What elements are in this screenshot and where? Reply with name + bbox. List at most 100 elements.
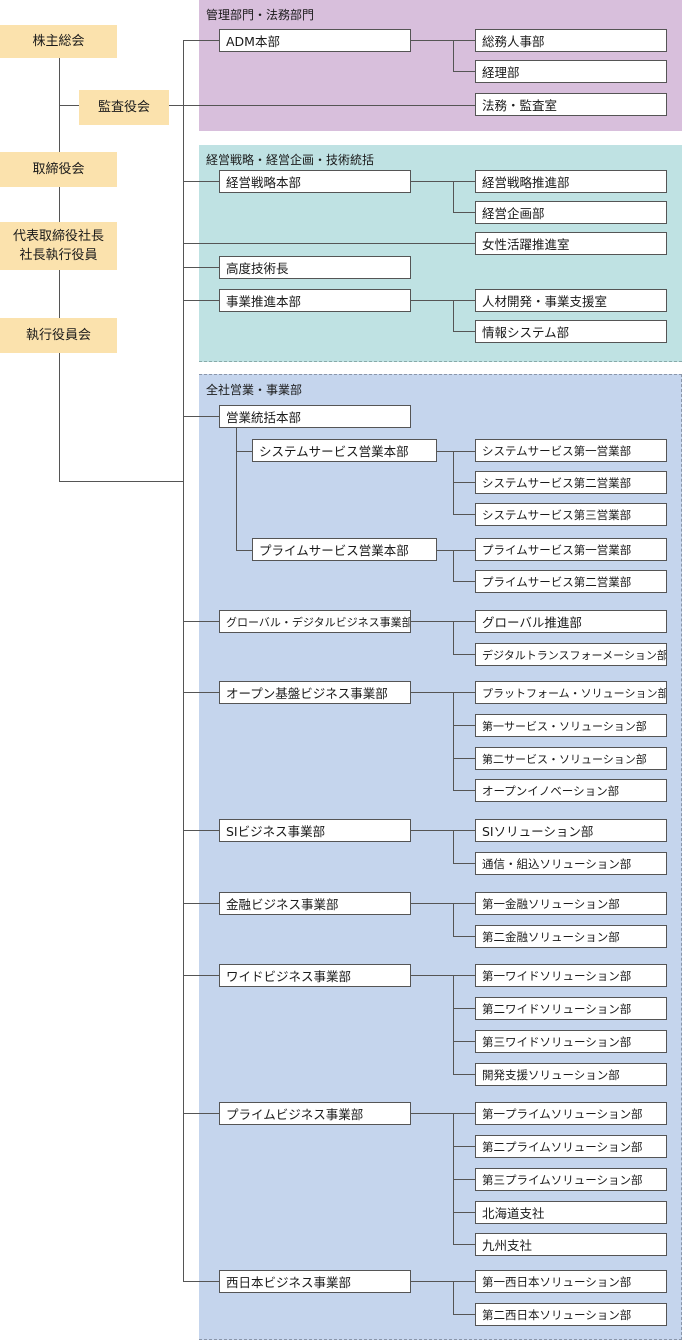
comm-box: 通信・組込ソリューション部 — [475, 852, 667, 875]
prime-s1-box: プライムサービス第一営業部 — [475, 538, 667, 561]
wide-box: ワイドビジネス事業部 — [219, 964, 411, 987]
connector — [453, 300, 454, 331]
connector — [453, 181, 454, 212]
si-sol-box: SIソリューション部 — [475, 819, 667, 842]
connector — [411, 1113, 475, 1114]
connector — [453, 71, 475, 72]
shareholders-box: 株主総会 — [0, 25, 117, 58]
trunk-link — [183, 243, 475, 244]
sales-hq-box: 営業統括本部 — [219, 405, 411, 428]
auditors-box: 監査役会 — [79, 90, 169, 125]
connector — [453, 790, 475, 791]
connector — [453, 830, 454, 863]
prime2-box: 第二プライムソリューション部 — [475, 1135, 667, 1158]
connector — [411, 621, 475, 622]
trunk-link — [183, 692, 219, 693]
connector — [453, 514, 475, 515]
trunk-link — [183, 300, 219, 301]
connector — [411, 692, 475, 693]
si-box: SIビジネス事業部 — [219, 819, 411, 842]
trunk-link — [183, 181, 219, 182]
info-sys-box: 情報システム部 — [475, 320, 667, 343]
prime-service-hq-box: プライムサービス営業本部 — [252, 538, 437, 561]
adm-hq-box: ADM本部 — [219, 29, 411, 52]
trunk-link — [183, 975, 219, 976]
connector — [453, 40, 454, 71]
sys1-box: システムサービス第一営業部 — [475, 439, 667, 462]
connector — [411, 903, 475, 904]
global-promo-box: グローバル推進部 — [475, 610, 667, 633]
auditor-link — [59, 105, 79, 106]
platform-box: プラットフォーム・ソリューション部 — [475, 681, 667, 704]
connector — [411, 830, 475, 831]
connector — [411, 1281, 475, 1282]
connector — [453, 654, 475, 655]
connector — [411, 975, 475, 976]
connector — [453, 1146, 475, 1147]
sales-section-title: 全社営業・事業部 — [206, 383, 303, 397]
trunk-link — [183, 1113, 219, 1114]
dx-box: デジタルトランスフォーメーション部 — [475, 643, 667, 666]
president-box: 代表取締役社長 社長執行役員 — [0, 222, 117, 270]
connector — [453, 1041, 475, 1042]
svc2-box: 第二サービス・ソリューション部 — [475, 747, 667, 770]
wide2-box: 第二ワイドソリューション部 — [475, 997, 667, 1020]
strategy-section-title: 経営戦略・経営企画・技術統括 — [206, 153, 375, 167]
open-innov-box: オープンイノベーション部 — [475, 779, 667, 802]
connector — [453, 1113, 454, 1244]
admin-section-title: 管理部門・法務部門 — [206, 8, 315, 22]
connector — [453, 725, 475, 726]
prime-box: プライムビジネス事業部 — [219, 1102, 411, 1125]
west-box: 西日本ビジネス事業部 — [219, 1270, 411, 1293]
connector — [453, 1281, 454, 1314]
strategy-promo-box: 経営戦略推進部 — [475, 170, 667, 193]
sys3-box: システムサービス第三営業部 — [475, 503, 667, 526]
prime-s2-box: プライムサービス第二営業部 — [475, 570, 667, 593]
open-box: オープン基盤ビジネス事業部 — [219, 681, 411, 704]
hr-dev-box: 人材開発・事業支援室 — [475, 289, 667, 312]
wide3-box: 第三ワイドソリューション部 — [475, 1030, 667, 1053]
connector — [453, 1179, 475, 1180]
biz-promo-hq-box: 事業推進本部 — [219, 289, 411, 312]
trunk-link — [183, 416, 219, 417]
west2-box: 第二西日本ソリューション部 — [475, 1303, 667, 1326]
trunk-link — [183, 903, 219, 904]
fin1-box: 第一金融ソリューション部 — [475, 892, 667, 915]
spine-to-trunk — [59, 481, 183, 482]
planning-box: 経営企画部 — [475, 201, 667, 224]
kyushu-box: 九州支社 — [475, 1233, 667, 1256]
connector — [453, 1212, 475, 1213]
connector — [453, 863, 475, 864]
connector — [411, 300, 475, 301]
west1-box: 第一西日本ソリューション部 — [475, 1270, 667, 1293]
connector — [453, 482, 475, 483]
wide1-box: 第一ワイドソリューション部 — [475, 964, 667, 987]
connector — [453, 1074, 475, 1075]
connector — [453, 1244, 475, 1245]
connector — [453, 550, 454, 581]
connector — [453, 692, 454, 790]
connector — [453, 903, 454, 936]
connector — [236, 451, 252, 452]
women-box: 女性活躍推進室 — [475, 232, 667, 255]
connector — [437, 550, 475, 551]
auditor-to-legal — [169, 105, 475, 106]
prime3-box: 第三プライムソリューション部 — [475, 1168, 667, 1191]
global-box: グローバル・デジタルビジネス事業部 — [219, 610, 411, 633]
exec-committee-box: 執行役員会 — [0, 318, 117, 353]
connector — [411, 40, 475, 41]
connector — [453, 621, 454, 654]
connector — [453, 212, 475, 213]
legal-box: 法務・監査室 — [475, 93, 667, 116]
trunk-link — [183, 830, 219, 831]
connector — [437, 451, 475, 452]
hokkaido-box: 北海道支社 — [475, 1201, 667, 1224]
connector — [453, 581, 475, 582]
board-box: 取締役会 — [0, 152, 117, 187]
connector — [453, 331, 475, 332]
connector — [453, 936, 475, 937]
prime1-box: 第一プライムソリューション部 — [475, 1102, 667, 1125]
fin2-box: 第二金融ソリューション部 — [475, 925, 667, 948]
connector — [453, 975, 454, 1074]
trunk-link — [183, 621, 219, 622]
